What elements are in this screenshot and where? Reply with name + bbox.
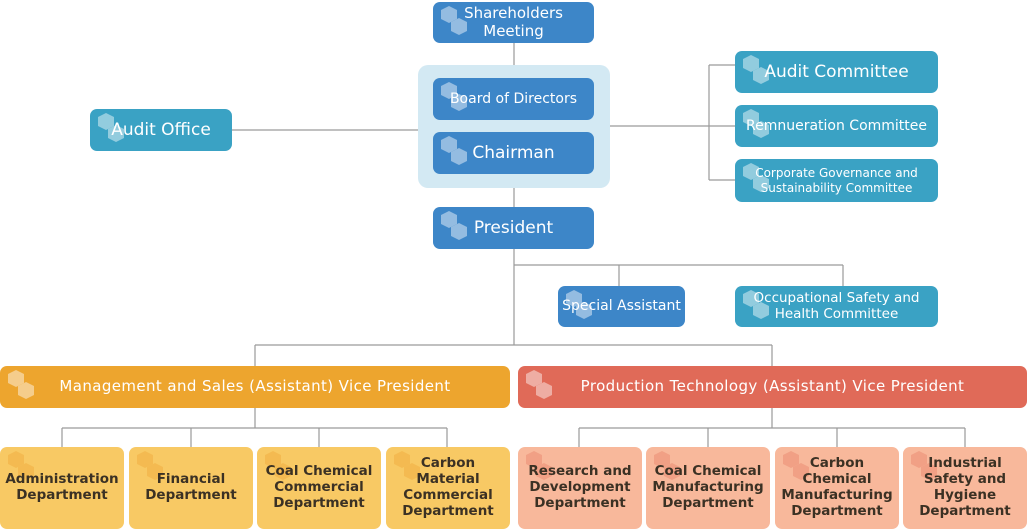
production-technology-vp-label: Production Technology (Assistant) Vice P… — [580, 377, 965, 396]
hexagon-pattern-icon — [8, 370, 34, 399]
industrial-safety-hygiene-department-box: Industrial Safety and Hygiene Department — [903, 447, 1027, 529]
hexagon-pattern-icon — [566, 290, 592, 319]
administration-department-label: Administration Department — [5, 471, 119, 503]
carbon-chemical-manufacturing-department-box: Carbon Chemical Manufacturing Department — [775, 447, 899, 529]
hexagon-pattern-icon — [743, 290, 769, 319]
hexagon-pattern-icon — [526, 451, 552, 480]
hexagon-pattern-icon — [783, 451, 809, 480]
president-box: President — [433, 207, 594, 249]
hexagon-pattern-icon — [137, 451, 163, 480]
safety-health-committee-box: Occupational Safety and Health Committee — [735, 286, 938, 327]
shareholders-meeting-box: Shareholders Meeting — [433, 2, 594, 43]
management-sales-vp-box: Management and Sales (Assistant) Vice Pr… — [0, 366, 510, 408]
safety-health-committee-label: Occupational Safety and Health Committee — [753, 289, 920, 322]
coal-chemical-manufacturing-department-box: Coal Chemical Manufacturing Department — [646, 447, 770, 529]
audit-office-label: Audit Office — [111, 119, 211, 140]
hexagon-pattern-icon — [394, 451, 420, 480]
financial-department-label: Financial Department — [145, 471, 237, 503]
production-technology-vp-box: Production Technology (Assistant) Vice P… — [518, 366, 1027, 408]
financial-department-box: Financial Department — [129, 447, 253, 529]
carbon-material-commercial-department-box: Carbon Material Commercial Department — [386, 447, 510, 529]
board-of-directors-box: Board of Directors — [433, 78, 594, 120]
special-assistant-box: Special Assistant — [558, 286, 685, 327]
special-assistant-label: Special Assistant — [562, 298, 681, 315]
hexagon-pattern-icon — [526, 370, 552, 399]
hexagon-pattern-icon — [743, 163, 769, 192]
coal-chemical-manufacturing-department-label: Coal Chemical Manufacturing Department — [652, 463, 764, 511]
coal-chemical-commercial-department-box: Coal Chemical Commercial Department — [257, 447, 381, 529]
hexagon-pattern-icon — [743, 109, 769, 138]
management-sales-vp-label: Management and Sales (Assistant) Vice Pr… — [59, 377, 451, 396]
carbon-material-commercial-department-label: Carbon Material Commercial Department — [402, 455, 494, 519]
audit-office-box: Audit Office — [90, 109, 232, 151]
hexagon-pattern-icon — [654, 451, 680, 480]
coal-chemical-commercial-department-label: Coal Chemical Commercial Department — [265, 463, 373, 511]
remuneration-committee-box: Remnueration Committee — [735, 105, 938, 147]
industrial-safety-hygiene-department-label: Industrial Safety and Hygiene Department — [919, 455, 1011, 519]
shareholders-meeting-label: Shareholders Meeting — [464, 3, 563, 40]
hexagon-pattern-icon — [441, 136, 467, 165]
remuneration-committee-label: Remnueration Committee — [745, 117, 928, 134]
hexagon-pattern-icon — [441, 82, 467, 111]
administration-department-box: Administration Department — [0, 447, 124, 529]
chairman-box: Chairman — [433, 132, 594, 174]
hexagon-pattern-icon — [265, 451, 291, 480]
board-of-directors-label: Board of Directors — [449, 90, 578, 107]
research-development-department-label: Research and Development Department — [528, 463, 632, 511]
hexagon-pattern-icon — [441, 6, 467, 35]
chairman-label: Chairman — [472, 142, 555, 163]
governance-committee-box: Corporate Governance and Sustainability … — [735, 159, 938, 202]
audit-committee-label: Audit Committee — [764, 61, 909, 82]
research-development-department-box: Research and Development Department — [518, 447, 642, 529]
hexagon-pattern-icon — [8, 451, 34, 480]
hexagon-pattern-icon — [743, 55, 769, 84]
audit-committee-box: Audit Committee — [735, 51, 938, 93]
carbon-chemical-manufacturing-department-label: Carbon Chemical Manufacturing Department — [781, 455, 893, 519]
hexagon-pattern-icon — [98, 113, 124, 142]
president-label: President — [473, 217, 554, 238]
hexagon-pattern-icon — [441, 211, 467, 240]
hexagon-pattern-icon — [911, 451, 937, 480]
governance-committee-label: Corporate Governance and Sustainability … — [755, 166, 918, 195]
